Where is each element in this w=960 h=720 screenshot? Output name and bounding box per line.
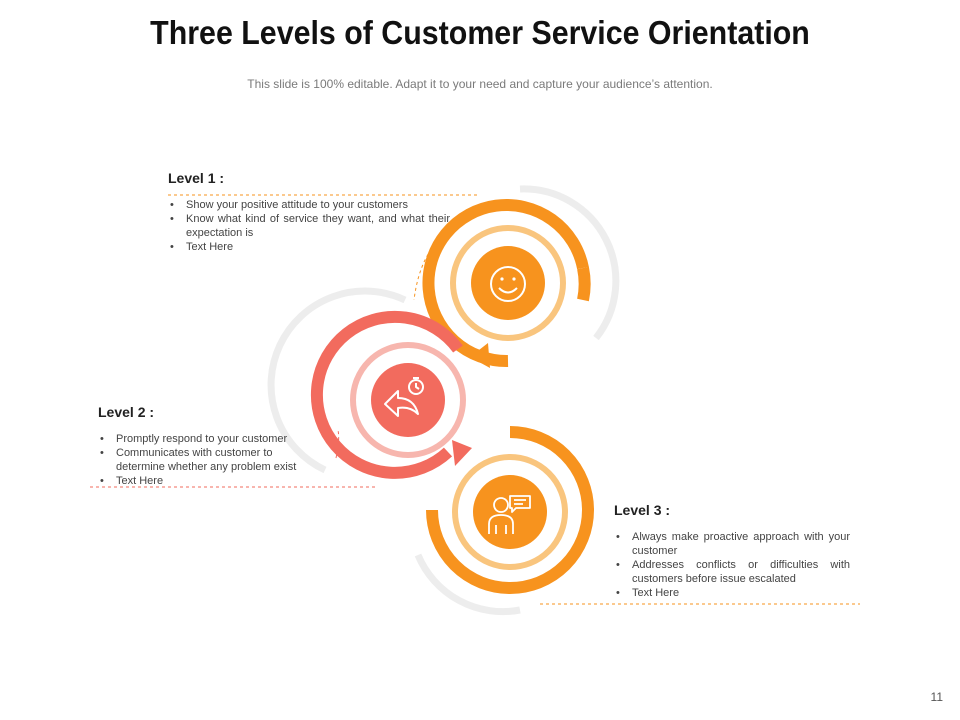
smiley-face-icon [490, 266, 526, 302]
level3-core [473, 475, 547, 549]
level2-bullet-2: Communicates with customer to determine … [98, 446, 320, 474]
level1-arrow-head [470, 343, 490, 368]
level3-bullet-3: Text Here [614, 586, 850, 600]
page-subtitle: This slide is 100% editable. Adapt it to… [247, 77, 713, 91]
level2-inner-ring [350, 342, 466, 458]
level3-heading: Level 3 : [614, 502, 671, 518]
level2-circle-group [267, 287, 472, 479]
level1-heading: Level 1 : [168, 170, 225, 186]
level1-inner-ring [450, 225, 566, 341]
level2-arrow-head [452, 440, 472, 466]
quick-reply-stopwatch-icon [384, 377, 424, 417]
customer-support-chat-icon [488, 495, 531, 534]
level3-bullet-list: Always make proactive approach with your… [614, 530, 850, 600]
level1-core [471, 246, 545, 320]
level2-outer-ring [310, 310, 463, 479]
page-number: 11 [930, 690, 943, 704]
level3-shadow-arc [414, 553, 521, 616]
level3-text-block: Level 3 : Always make proactive approach… [614, 502, 850, 600]
level3-bullet-2: Addresses conflicts or difficulties with… [614, 558, 850, 586]
level1-ring-tail [577, 266, 591, 302]
level3-bullet-1: Always make proactive approach with your… [614, 530, 850, 558]
level3-inner-ring [452, 454, 568, 570]
level1-bullet-1: Show your positive attitude to your cust… [168, 198, 450, 212]
level2-heading: Level 2 : [98, 404, 155, 420]
level3-circle-group [414, 426, 594, 616]
level2-bullet-1: Promptly respond to your customer [98, 432, 320, 446]
level2-text-block: Level 2 : Promptly respond to your custo… [98, 404, 320, 488]
page-title: Three Levels of Customer Service Orienta… [150, 14, 810, 51]
level1-shadow-arc [519, 185, 620, 341]
level1-text-block: Level 1 : Show your positive attitude to… [168, 170, 450, 254]
level1-bullet-3: Text Here [168, 240, 450, 254]
level1-bullet-2: Know what kind of service they want, and… [168, 212, 450, 240]
level1-bullet-list: Show your positive attitude to your cust… [168, 198, 450, 254]
level2-bullet-list: Promptly respond to your customer Commun… [98, 432, 320, 488]
level3-outer-ring [426, 426, 594, 594]
level2-bullet-3: Text Here [98, 474, 320, 488]
